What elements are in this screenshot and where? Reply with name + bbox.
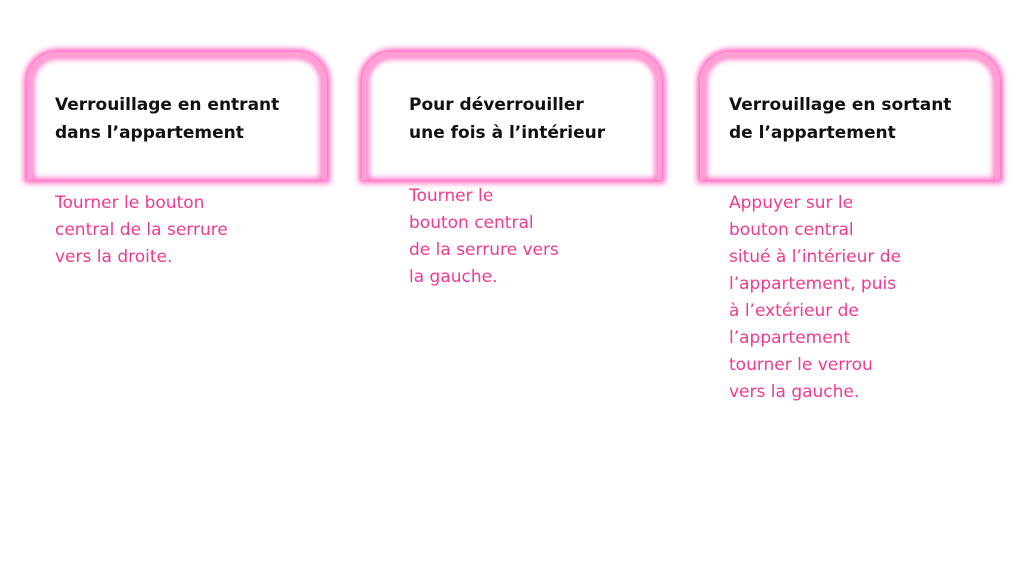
column-title-unlocking-inside: Pour déverrouiller une fois à l’intérieu… <box>409 95 606 143</box>
column-text-unlocking-inside: Tourner le bouton central de la serrure … <box>409 186 559 287</box>
column-title-locking-entering: Verrouillage en entrant dans l’apparteme… <box>55 95 280 143</box>
column-text-locking-leaving: Appuyer sur le bouton central situé à l’… <box>729 193 902 402</box>
column-text-locking-entering: Tourner le bouton central de la serrure … <box>55 193 228 267</box>
neon-frame-3 <box>700 52 1000 180</box>
neon-frame-1 <box>27 52 327 180</box>
neon-frame-2 <box>362 52 662 180</box>
column-title-locking-leaving: Verrouillage en sortant de l’appartement <box>729 95 952 143</box>
